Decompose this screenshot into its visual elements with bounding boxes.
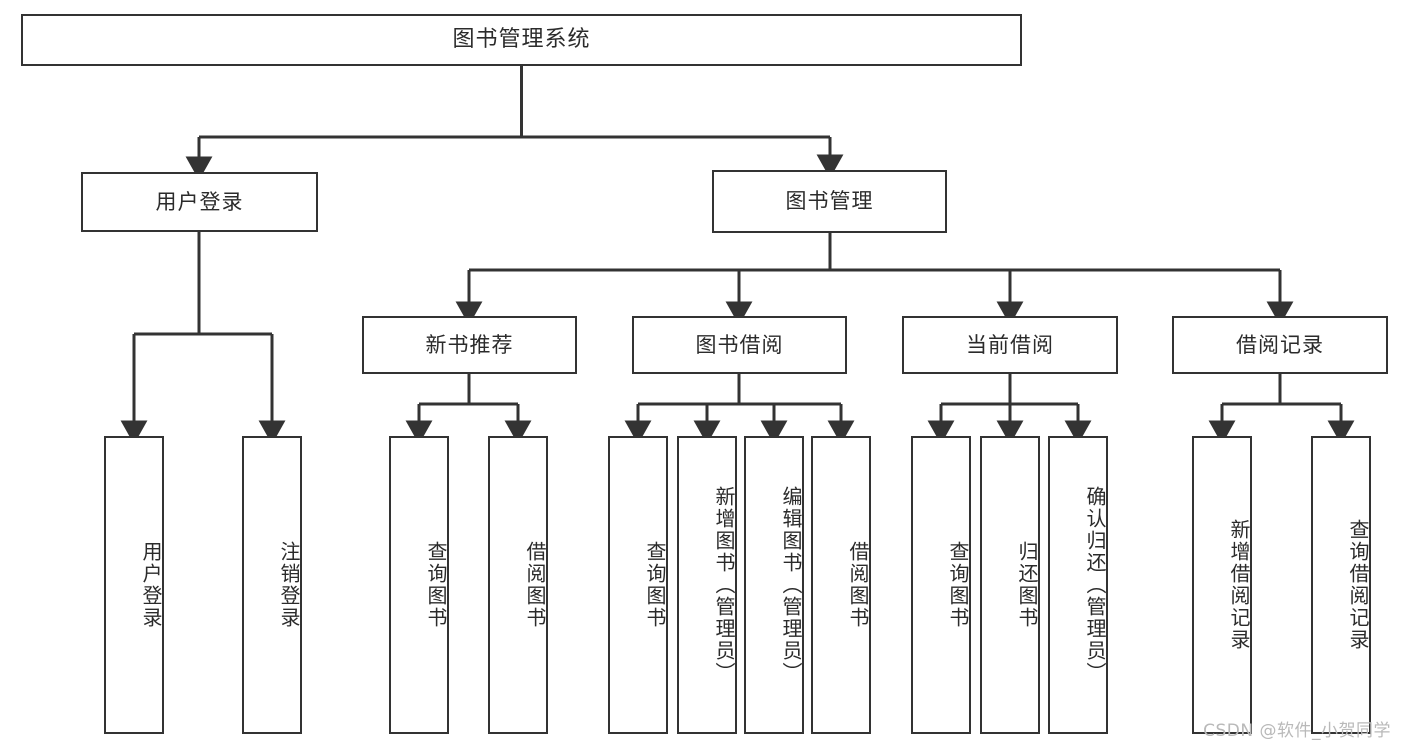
node-label: 新增图书（管理员）	[712, 486, 736, 684]
node-label: 图书管理系统	[452, 27, 591, 53]
leaf-current-query-book[interactable]: 查询图书	[911, 436, 971, 734]
node-label: 确认归还（管理员）	[1083, 486, 1107, 684]
node-label: 查询图书	[643, 541, 667, 629]
leaf-current-confirm-return-admin[interactable]: 确认归还（管理员）	[1048, 436, 1108, 734]
leaf-current-return-book[interactable]: 归还图书	[980, 436, 1040, 734]
node-label: 用户登录	[139, 541, 163, 629]
node-label: 借阅图书	[523, 541, 547, 629]
leaf-user-login-signout[interactable]: 注销登录	[242, 436, 302, 734]
watermark-text: CSDN @软件_小贺同学	[1203, 721, 1391, 741]
leaf-new-book-query[interactable]: 查询图书	[389, 436, 449, 734]
node-user-login[interactable]: 用户登录	[81, 172, 318, 232]
leaf-borrow-borrow-book[interactable]: 借阅图书	[811, 436, 871, 734]
node-label: 图书管理	[785, 189, 874, 214]
leaf-record-query-borrow-record[interactable]: 查询借阅记录	[1311, 436, 1371, 734]
node-label: 查询借阅记录	[1346, 519, 1370, 651]
node-label: 新书推荐	[425, 332, 514, 357]
node-label: 查询图书	[946, 541, 970, 629]
node-new-book-recommendation[interactable]: 新书推荐	[362, 316, 577, 374]
node-current-borrowing[interactable]: 当前借阅	[902, 316, 1118, 374]
leaf-user-login-signin[interactable]: 用户登录	[104, 436, 164, 734]
node-label: 用户登录	[155, 189, 244, 214]
leaf-borrow-edit-book-admin[interactable]: 编辑图书（管理员）	[744, 436, 804, 734]
leaf-new-book-borrow[interactable]: 借阅图书	[488, 436, 548, 734]
node-label: 归还图书	[1015, 541, 1039, 629]
leaf-borrow-add-book-admin[interactable]: 新增图书（管理员）	[677, 436, 737, 734]
leaf-borrow-query-book[interactable]: 查询图书	[608, 436, 668, 734]
node-label: 当前借阅	[966, 332, 1054, 357]
node-label: 注销登录	[277, 541, 301, 629]
node-label: 借阅图书	[846, 541, 870, 629]
node-book-borrowing[interactable]: 图书借阅	[632, 316, 847, 374]
node-book-management[interactable]: 图书管理	[712, 170, 947, 233]
node-label: 编辑图书（管理员）	[779, 486, 803, 684]
node-label: 图书借阅	[695, 332, 784, 357]
leaf-record-add-borrow-record[interactable]: 新增借阅记录	[1192, 436, 1252, 734]
node-label: 新增借阅记录	[1227, 519, 1251, 651]
node-root-library-management-system[interactable]: 图书管理系统	[21, 14, 1022, 66]
node-borrow-records[interactable]: 借阅记录	[1172, 316, 1388, 374]
node-label: 借阅记录	[1236, 332, 1324, 357]
node-label: 查询图书	[424, 541, 448, 629]
